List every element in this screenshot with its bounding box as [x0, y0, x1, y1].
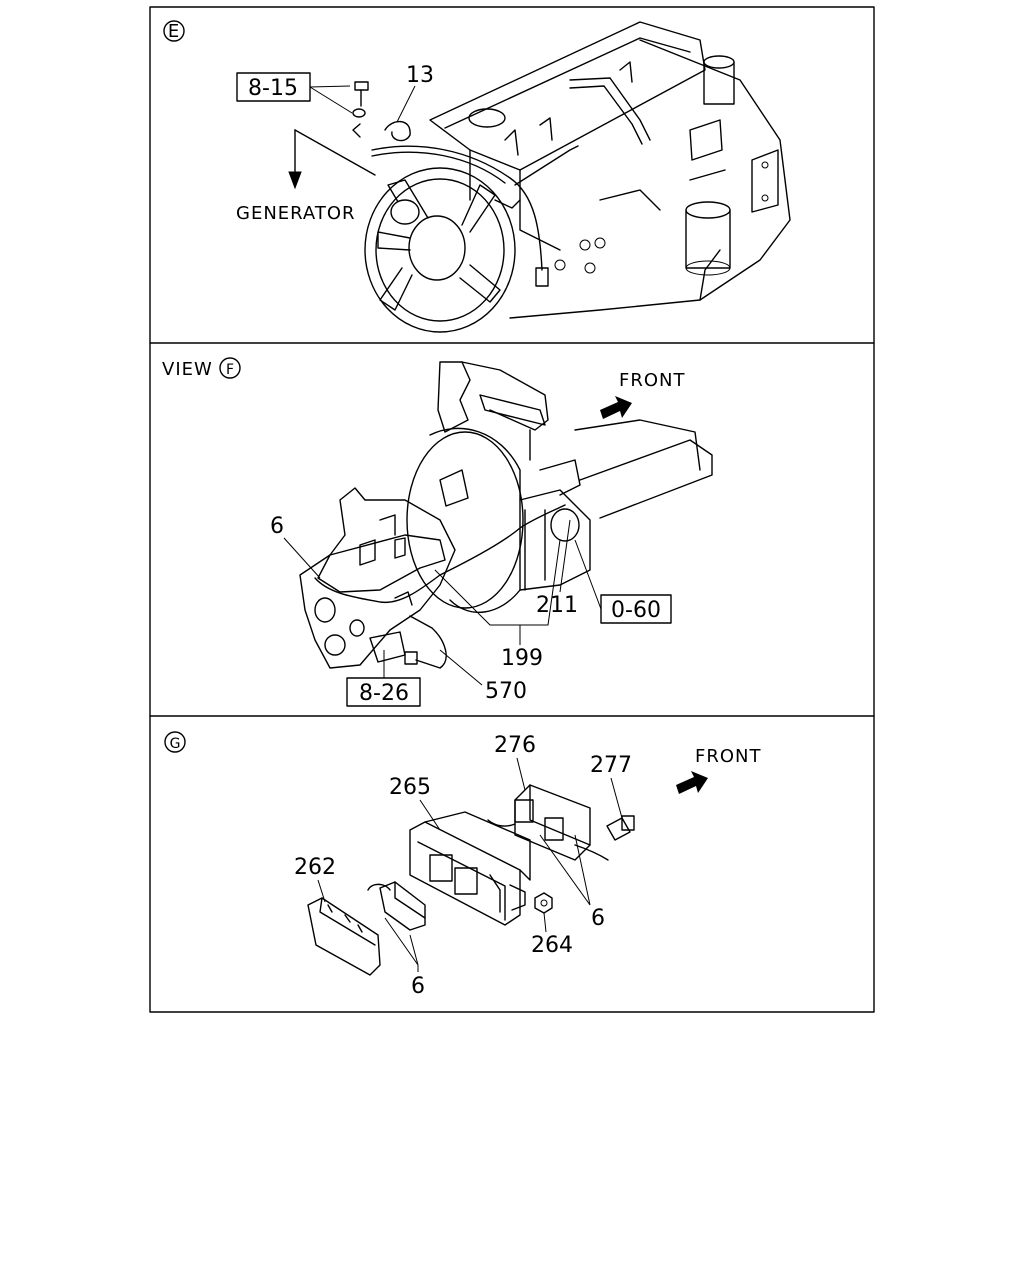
- label-277: 277: [590, 753, 632, 778]
- label-262: 262: [294, 855, 336, 880]
- cover-262: [307, 897, 381, 976]
- panel-f-marker-circle: [219, 357, 241, 379]
- label-13: 13: [406, 63, 434, 88]
- panel-e: E: [163, 20, 791, 333]
- label-264: 264: [531, 933, 573, 958]
- bracket-276: [487, 784, 609, 861]
- label-generator: GENERATOR: [236, 203, 356, 224]
- label-front-f: FRONT: [619, 370, 686, 391]
- bolt-277: [606, 815, 635, 841]
- label-0-60: 0-60: [611, 598, 661, 623]
- label-8-15: 8-15: [248, 76, 298, 101]
- panel-g-marker: G: [170, 736, 181, 752]
- panel-e-marker: E: [168, 21, 180, 42]
- label-211: 211: [536, 593, 578, 618]
- engine-drawing: [352, 21, 791, 333]
- panel-g: G FRONT: [164, 731, 762, 999]
- label-276: 276: [494, 733, 536, 758]
- panel-f-marker: F: [226, 362, 234, 378]
- label-265: 265: [389, 775, 431, 800]
- label-8-26: 8-26: [359, 681, 409, 706]
- label-199: 199: [501, 646, 543, 671]
- label-6-f: 6: [270, 514, 284, 539]
- panel-g-marker-circle: [164, 731, 186, 753]
- diagram-frame: [149, 6, 875, 1013]
- panel-f-view-text: VIEW: [162, 359, 213, 380]
- label-570: 570: [485, 679, 527, 704]
- front-arrow-icon-g: [676, 771, 708, 794]
- label-6-g-bottom: 6: [411, 974, 425, 999]
- connector-6: [367, 881, 426, 931]
- label-front-g: FRONT: [695, 746, 762, 767]
- label-6-g-right: 6: [591, 906, 605, 931]
- ecu-265: [409, 811, 531, 926]
- panel-e-marker-circle: [163, 20, 185, 42]
- panel-f: VIEW F FRONT: [162, 357, 713, 707]
- front-arrow-icon: [600, 396, 632, 419]
- nut-264: [534, 892, 553, 914]
